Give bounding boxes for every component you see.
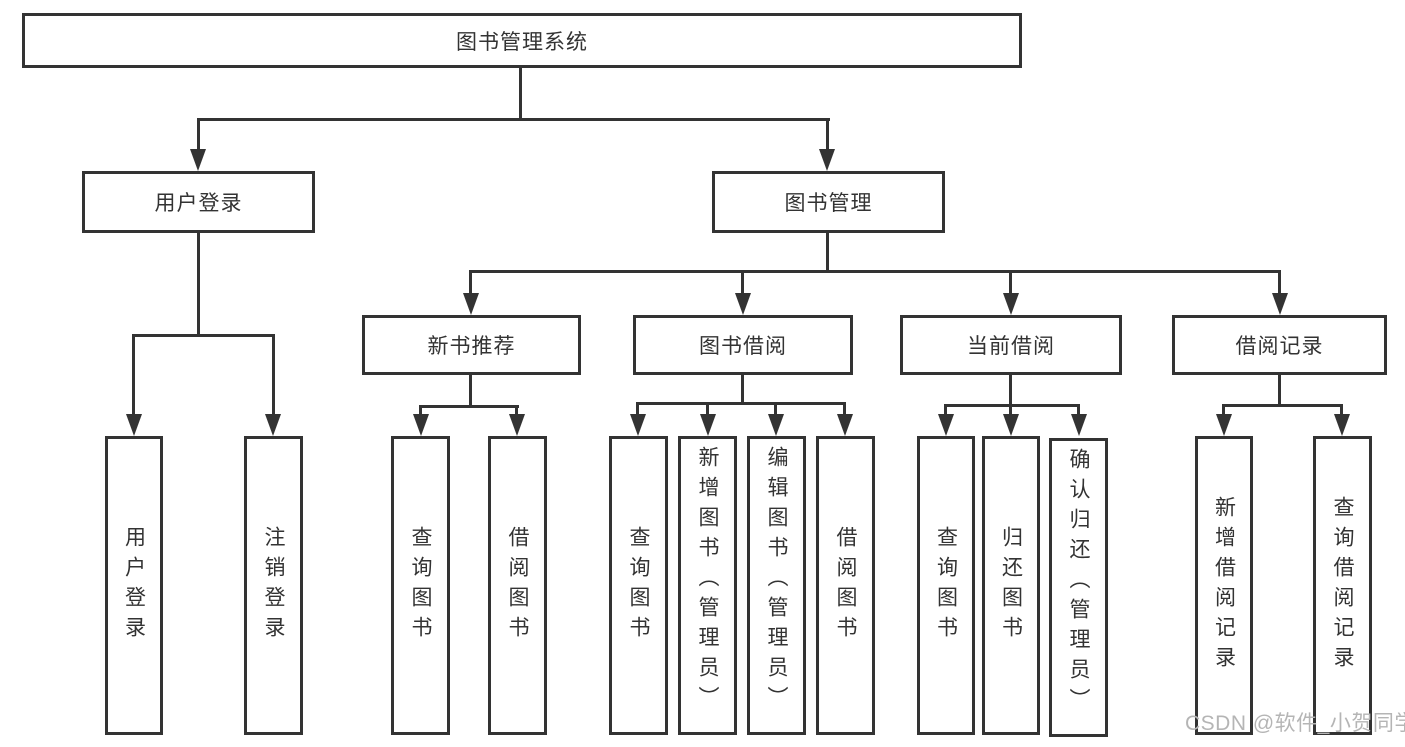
arrowhead [819, 149, 835, 171]
arrowhead [265, 414, 281, 436]
connector-stem [469, 375, 472, 408]
connector-branch [1222, 404, 1343, 407]
connector-drop [132, 334, 135, 416]
connector-drop [1077, 404, 1080, 416]
connector-drop [706, 402, 709, 416]
leaf-query-books-2: 查询图书 [609, 436, 668, 735]
arrowhead [938, 414, 954, 436]
connector-drop [944, 404, 947, 416]
connector-drop [1009, 270, 1012, 295]
connector-stem [741, 375, 744, 405]
leaf-add-borrow-record: 新增借阅记录 [1195, 436, 1253, 735]
connector-drop [843, 402, 846, 416]
arrowhead [509, 414, 525, 436]
connector-drop [741, 270, 744, 295]
connector-branch [419, 405, 519, 408]
leaf-confirm-return-admin: 确认归还（管理员） [1049, 438, 1108, 737]
connector-drop [1340, 404, 1343, 416]
leaf-query-books-1: 查询图书 [391, 436, 450, 735]
node-root: 图书管理系统 [22, 13, 1022, 68]
connector-drop [1222, 404, 1225, 416]
node-current-borrow: 当前借阅 [900, 315, 1122, 375]
connector-branch-userlogin [132, 334, 275, 337]
leaf-borrow-books-1: 借阅图书 [488, 436, 547, 735]
connector-bookmgmt-stem [826, 233, 829, 273]
leaf-logout: 注销登录 [244, 436, 303, 735]
arrowhead [1003, 293, 1019, 315]
arrowhead [413, 414, 429, 436]
leaf-borrow-books-2: 借阅图书 [816, 436, 875, 735]
connector-userlogin-stem [197, 233, 200, 336]
connector-stem [1278, 375, 1281, 407]
connector-drop [419, 405, 422, 417]
arrowhead [126, 414, 142, 436]
connector-branch [636, 402, 846, 405]
arrowhead [1003, 414, 1019, 436]
node-user-login: 用户登录 [82, 171, 315, 233]
arrowhead [190, 149, 206, 171]
node-book-mgmt: 图书管理 [712, 171, 945, 233]
arrowhead [1216, 414, 1232, 436]
arrowhead [630, 414, 646, 436]
connector-drop [1278, 270, 1281, 295]
leaf-user-login: 用户登录 [105, 436, 163, 735]
arrowhead [735, 293, 751, 315]
connector-drop [774, 402, 777, 416]
leaf-edit-book-admin: 编辑图书（管理员） [747, 436, 806, 735]
connector-drop [515, 405, 518, 417]
watermark: CSDN @软件_小贺同学 [1185, 712, 1405, 735]
arrowhead [700, 414, 716, 436]
connector-drop [272, 334, 275, 416]
node-borrow-record: 借阅记录 [1172, 315, 1387, 375]
arrowhead [463, 293, 479, 315]
arrowhead [1334, 414, 1350, 436]
connector-stem [1009, 375, 1012, 407]
leaf-return-book: 归还图书 [982, 436, 1040, 735]
connector-root-stem [519, 68, 522, 120]
arrowhead [1272, 293, 1288, 315]
node-book-borrow: 图书借阅 [633, 315, 853, 375]
leaf-query-books-3: 查询图书 [917, 436, 975, 735]
arrowhead [837, 414, 853, 436]
connector-branch-level3 [469, 270, 1281, 273]
leaf-query-borrow-record: 查询借阅记录 [1313, 436, 1372, 735]
connector-drop [197, 118, 200, 152]
connector-drop [636, 402, 639, 416]
leaf-add-book-admin: 新增图书（管理员） [678, 436, 737, 735]
arrowhead [1071, 414, 1087, 436]
connector-drop [826, 118, 829, 152]
connector-drop [1009, 404, 1012, 416]
node-new-book-recommend: 新书推荐 [362, 315, 581, 375]
connector-drop [469, 270, 472, 295]
arrowhead [768, 414, 784, 436]
connector-branch-level2 [197, 118, 830, 121]
connector-branch [944, 404, 1080, 407]
